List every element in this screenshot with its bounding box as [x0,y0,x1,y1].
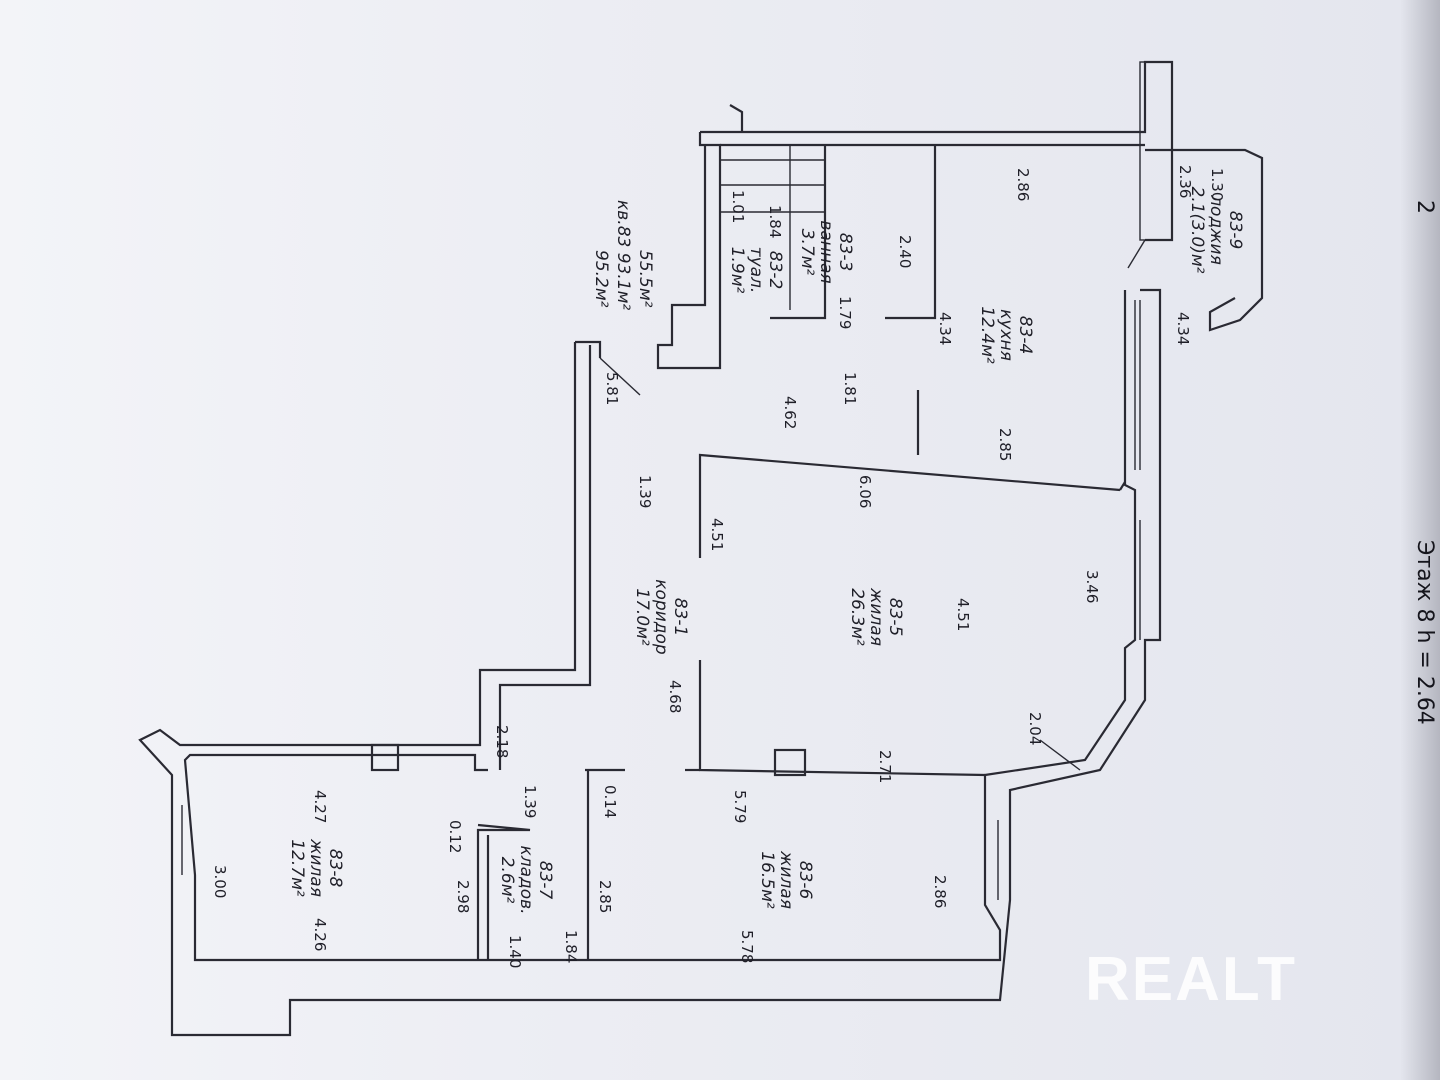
dim-label: 4.62 [781,396,799,429]
dim-label: 5.78 [738,930,756,963]
svg-text:2.6м²: 2.6м² [497,857,517,904]
dim-label: 1.39 [521,785,539,818]
dim-label: 1.79 [836,296,854,329]
svg-text:коридор: коридор [651,579,671,655]
dim-label: 2.40 [896,235,914,268]
svg-text:16.5м²: 16.5м² [757,851,777,909]
svg-text:жилая: жилая [866,587,886,646]
dim-label: 2.04 [1026,712,1044,745]
dim-label: 1.84 [562,930,580,963]
room-label-83-4: 83-4 кухня 12.4м² [977,306,1035,364]
dim-label: 1.81 [841,372,859,405]
page-edge-shadow [1400,0,1440,1080]
dim-label: 3.46 [1083,570,1101,603]
svg-text:83-5: 83-5 [885,598,905,637]
dim-label: 1.40 [506,935,524,968]
room-label-83-7: 83-7 кладов. 2.6м² [497,845,555,914]
room-label-83-3: 83-3 ванная 3.7м² [797,220,855,283]
dim-label: 0.12 [446,820,464,853]
svg-text:жилая: жилая [776,850,796,909]
svg-text:ванная: ванная [816,220,836,283]
svg-text:12.4м²: 12.4м² [977,306,997,364]
svg-text:83-1: 83-1 [670,598,690,637]
svg-text:83-7: 83-7 [535,861,555,900]
svg-text:жилая: жилая [306,838,326,897]
outer-walls [138,60,1264,1037]
apartment-summary: 55.5м² кв.83 93.1м² 95.2м² [591,200,655,310]
summary-line-3: 95.2м² [591,250,611,308]
dim-label: 4.68 [666,680,684,713]
svg-text:83-2: 83-2 [765,251,785,290]
room-label-83-2: 83-2 туал. 1.9м² [727,247,785,294]
dim-label: 1.84 [766,205,784,238]
dim-label: 0.14 [601,785,619,818]
dim-label: 2.98 [454,880,472,913]
room-label-83-8: 83-8 жилая 12.7м² [287,838,345,897]
dim-label: 4.34 [936,312,954,345]
dim-label: 1.30 [1208,168,1226,201]
svg-text:3.7м²: 3.7м² [797,229,817,276]
svg-text:1.9м²: 1.9м² [727,247,747,294]
svg-text:12.7м²: 12.7м² [287,839,307,897]
dim-label: 2.86 [1014,168,1032,201]
dim-label: 2.85 [596,880,614,913]
svg-text:2.1(3.0)м²: 2.1(3.0)м² [1187,187,1207,274]
header-block: Этаж 8 h = 2.64 2 [1412,200,1437,725]
dimension-labels: 1.30 2.36 2.86 4.34 4.34 1.01 1.84 2.40 … [211,165,1226,968]
room-label-83-9: 83-9 лоджия 2.1(3.0)м² [1187,187,1245,274]
svg-text:туал.: туал. [746,247,766,294]
dim-label: 5.81 [603,372,621,405]
svg-text:83-9: 83-9 [1225,211,1245,250]
dim-label: 4.34 [1174,312,1192,345]
dim-label: 5.79 [731,790,749,823]
svg-text:17.0м²: 17.0м² [632,588,652,646]
dim-label: 2.86 [931,875,949,908]
header-stray-number: 2 [1412,200,1437,214]
dim-label: 2.71 [876,750,894,783]
svg-text:кухня: кухня [996,309,1016,361]
room-label-83-6: 83-6 жилая 16.5м² [757,850,815,909]
dim-label: 4.26 [311,918,329,951]
svg-text:26.3м²: 26.3м² [847,588,867,646]
dim-label: 2.85 [996,428,1014,461]
svg-text:83-3: 83-3 [835,233,855,272]
dim-label: 3.00 [211,865,229,898]
dim-label: 2.36 [1176,165,1194,198]
dim-label: 1.39 [636,475,654,508]
realt-watermark-logo: REALT [1085,945,1297,1014]
svg-text:кладов.: кладов. [516,845,536,914]
dim-label: 1.01 [729,190,747,223]
room-label-83-1: 83-1 коридор 17.0м² [632,579,690,655]
dim-label: 4.27 [311,790,329,823]
summary-line-1: 55.5м² [635,250,655,308]
dim-label: 2.18 [493,725,511,758]
dim-label: 4.51 [708,518,726,551]
inner-walls [181,61,1173,960]
dim-label: 6.06 [856,475,874,508]
svg-text:83-8: 83-8 [325,849,345,888]
svg-text:лоджия: лоджия [1206,194,1226,265]
summary-line-2: кв.83 93.1м² [613,200,633,310]
svg-text:83-6: 83-6 [795,861,815,900]
dim-label: 4.51 [954,598,972,631]
floor-height-label: Этаж 8 h = 2.64 [1412,540,1437,725]
svg-text:83-4: 83-4 [1015,316,1035,355]
room-label-83-5: 83-5 жилая 26.3м² [847,587,905,646]
